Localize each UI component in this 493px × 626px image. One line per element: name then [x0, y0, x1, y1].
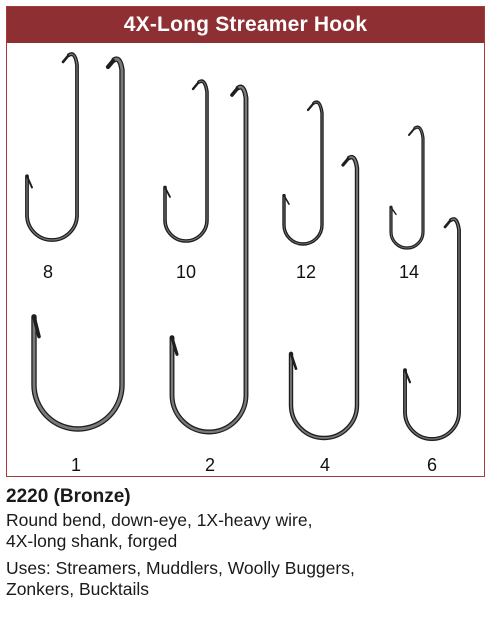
uses-line-2: Zonkers, Bucktails	[6, 579, 149, 599]
size-label-2: 2	[204, 455, 216, 475]
description-line-2: 4X-long shank, forged	[6, 531, 178, 551]
size-label-4: 4	[319, 455, 331, 475]
hook-size-12	[282, 100, 324, 246]
hook-size-4	[288, 154, 360, 441]
hook-size-2	[169, 84, 249, 435]
model-name: 2220 (Bronze)	[6, 486, 131, 507]
size-label-10: 10	[175, 262, 197, 282]
hook-size-8	[25, 52, 79, 242]
description-line-1: Round bend, down-eye, 1X-heavy wire,	[6, 510, 313, 530]
hook-size-14	[389, 125, 425, 250]
size-label-6: 6	[426, 455, 438, 475]
uses-line-1: Uses: Streamers, Muddlers, Woolly Bugger…	[6, 558, 355, 578]
size-label-1: 1	[70, 455, 82, 475]
hook-illustrations	[25, 52, 461, 441]
hook-size-6	[403, 217, 461, 441]
size-label-14: 14	[398, 262, 420, 282]
hook-size-10	[163, 79, 209, 243]
size-label-12: 12	[295, 262, 317, 282]
product-description: 2220 (Bronze) Round bend, down-eye, 1X-h…	[6, 486, 486, 600]
hook-size-1	[31, 56, 125, 432]
chart-title: 4X-Long Streamer Hook	[7, 7, 484, 43]
size-label-8: 8	[42, 262, 54, 282]
